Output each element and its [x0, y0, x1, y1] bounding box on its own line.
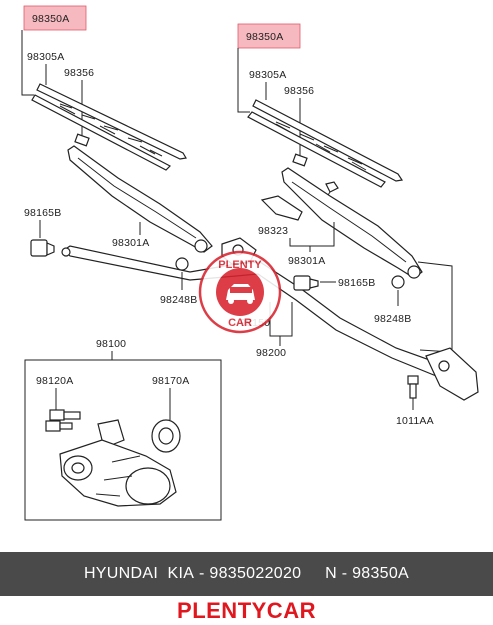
motor-bolt [45, 409, 81, 432]
label-left-refill[interactable]: 98356 [64, 67, 94, 79]
bracket-right-assembly [237, 48, 250, 113]
watermark-bottom-text: CAR [228, 317, 252, 329]
footer-brand: PLENTYCAR [177, 598, 316, 623]
label-left-blade[interactable]: 98305A [27, 51, 64, 63]
left-wiper-blade [31, 83, 187, 171]
label-right-arm[interactable]: 98301A [288, 255, 325, 267]
banner-brand: HYUNDAI KIA [83, 565, 195, 582]
spoiler [260, 195, 303, 221]
label-spoiler[interactable]: 98323 [258, 225, 288, 237]
label-pivot-left[interactable]: 98248B [160, 294, 197, 306]
nut-right [293, 275, 319, 291]
bracket-left-assembly [21, 30, 34, 96]
bracket-right-arm [289, 222, 335, 247]
left-wiper-arm [67, 145, 213, 253]
label-right-blade[interactable]: 98305A [249, 69, 286, 81]
pivot-right-cap [391, 275, 405, 289]
parts-diagram: 98350A 98305A 98356 98301A 98165B 98248B [21, 5, 479, 521]
pivot-left-cap [175, 257, 189, 271]
label-left-arm[interactable]: 98301A [112, 237, 149, 249]
part-info-banner: HYUNDAI KIA - 9835022020 N - 98350A [0, 552, 493, 596]
right-refill-clip [292, 153, 308, 167]
banner-code: N - 98350A [325, 565, 410, 582]
label-right-refill[interactable]: 98356 [284, 85, 314, 97]
label-nut-right[interactable]: 98165B [338, 277, 375, 289]
right-wiper-arm [281, 167, 423, 279]
motor-cover [151, 419, 181, 453]
right-wiper-blade [247, 99, 404, 188]
label-motor-bolt[interactable]: 98120A [36, 375, 73, 387]
left-refill-clip [74, 133, 90, 147]
right-crank [425, 347, 479, 401]
wiper-motor [59, 419, 177, 507]
label-left-assembly[interactable]: 98350A [32, 13, 69, 25]
label-pivot-right[interactable]: 98248B [374, 313, 411, 325]
highlight-right-assembly [237, 23, 301, 49]
label-nut-left[interactable]: 98165B [24, 207, 61, 219]
bracket-pivot-right [417, 261, 453, 353]
label-linkage[interactable]: 98200 [256, 347, 286, 359]
label-bolt[interactable]: 1011AA [396, 415, 434, 427]
label-motor-assembly[interactable]: 98100 [96, 338, 126, 350]
banner-separator: - [194, 565, 210, 582]
banner-gap [301, 565, 325, 583]
highlight-left-assembly [23, 5, 87, 31]
nut-left [30, 239, 55, 257]
label-motor-cover[interactable]: 98170A [152, 375, 189, 387]
banner-part-number: 9835022020 [209, 565, 302, 582]
plentycar-watermark: PLENTY CAR [198, 250, 282, 334]
motor-assembly-box [24, 359, 222, 521]
label-right-assembly[interactable]: 98350A [246, 31, 283, 43]
bolt-1011aa [407, 375, 419, 399]
watermark-top-text: PLENTY [218, 259, 262, 271]
